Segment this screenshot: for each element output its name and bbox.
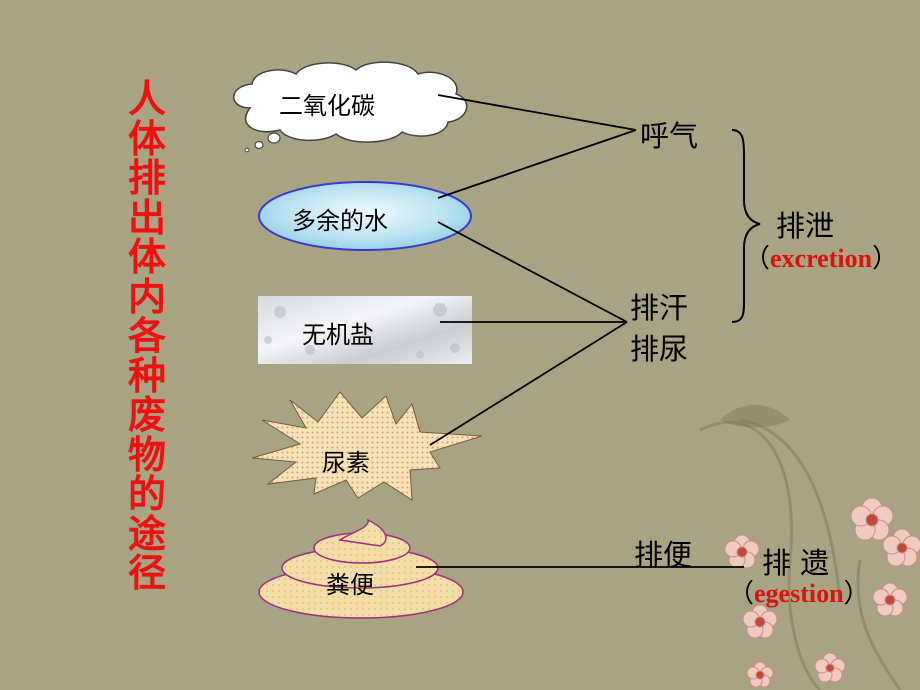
route-sweating: 排汗 (630, 291, 689, 325)
salt-label: 无机盐 (302, 321, 374, 349)
egestion-en-group: （egestion） (728, 573, 870, 610)
urea-starburst-shape (251, 391, 483, 501)
excretion-en-group: （excretion） (744, 238, 898, 275)
salt-texture (264, 303, 460, 359)
egestion-en: egestion (754, 579, 844, 608)
route-breathing: 呼气 (640, 119, 699, 153)
route-urination: 排尿 (630, 332, 689, 366)
paren-open: （ (744, 244, 771, 273)
excretion-cn: 排泄 (776, 209, 835, 243)
connector-lines (416, 94, 744, 568)
co2-cloud-shape (233, 61, 468, 153)
feces-shape (258, 518, 464, 619)
paren-close: ） (843, 579, 870, 608)
flower-decorations (724, 497, 920, 688)
paren-open: （ (728, 579, 755, 608)
egestion-cn: 排 遗 (762, 546, 830, 580)
urea-label: 尿素 (322, 449, 370, 477)
route-defecation: 排便 (634, 538, 693, 572)
excretion-en: excretion (770, 244, 873, 273)
page-title: 人体排出体内各种废物的途径 (127, 77, 166, 595)
paren-close: ） (872, 244, 899, 273)
excretion-brace (731, 129, 761, 323)
water-label: 多余的水 (292, 207, 388, 235)
co2-label: 二氧化碳 (279, 92, 375, 120)
water-ellipse-shape (258, 181, 472, 251)
feces-label: 粪便 (326, 571, 374, 599)
decorative-leaf (720, 405, 790, 428)
